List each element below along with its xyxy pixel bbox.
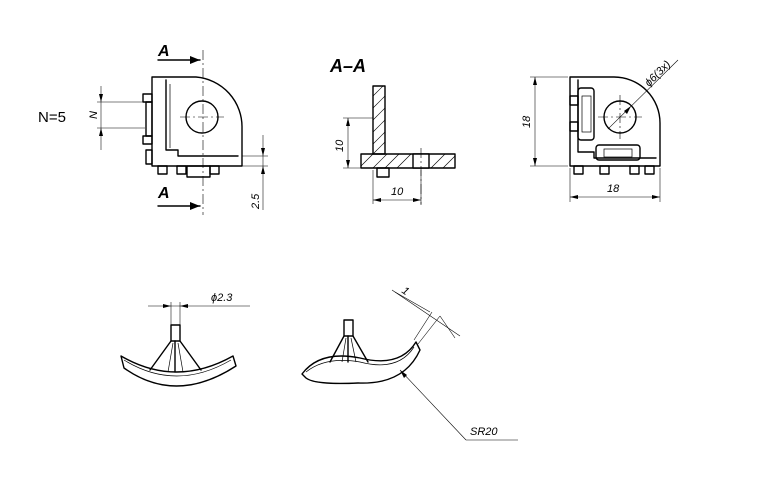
dim-side-2-5: 2.5 xyxy=(250,193,262,210)
dim-pin-diameter: ϕ2.3 xyxy=(211,292,233,304)
pin-detail-view: ϕ2.3 xyxy=(120,292,250,387)
section-title: A–A xyxy=(329,56,366,76)
count-label: N=5 xyxy=(38,109,66,126)
dim-side-n: N xyxy=(88,111,100,119)
radius-detail-view: 1 SR20 xyxy=(301,285,518,441)
section-mark-top: A xyxy=(157,43,170,60)
section-hatching xyxy=(360,85,456,169)
section-mark-bottom: A xyxy=(157,185,170,202)
dim-sphere-radius: SR20 xyxy=(470,426,498,438)
dim-section-10-horizontal: 10 xyxy=(391,186,404,198)
dim-front-hole: ϕ6(3x) xyxy=(643,58,674,89)
front-view: 18 18 ϕ6(3x) xyxy=(521,58,679,202)
dim-angle-1: 1 xyxy=(399,285,411,298)
dim-front-18-horizontal: 18 xyxy=(607,183,620,195)
section-view: A–A 10 xyxy=(329,56,456,205)
side-view: A A N 2.5 xyxy=(88,43,268,215)
dim-front-18-vertical: 18 xyxy=(521,115,533,128)
dim-section-10-vertical: 10 xyxy=(334,139,346,152)
